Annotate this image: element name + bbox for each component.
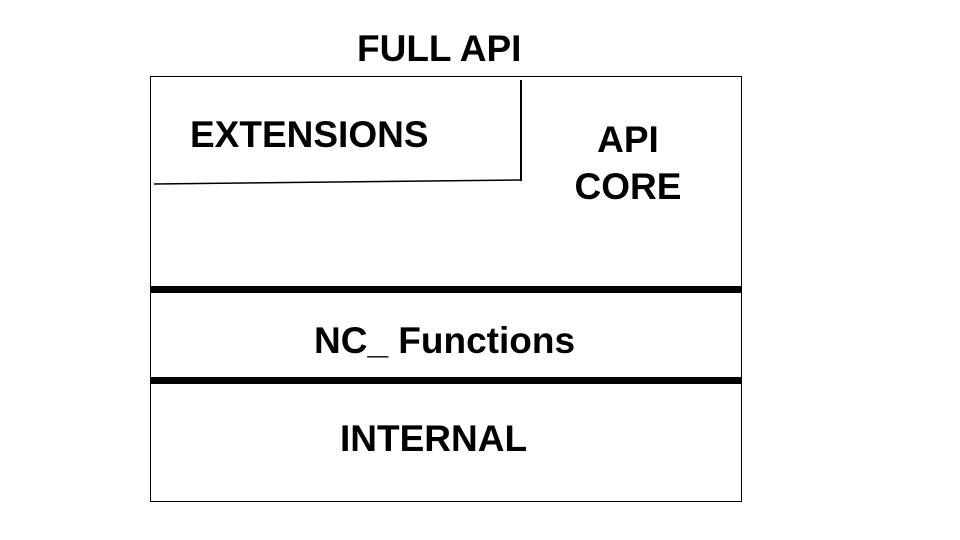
nc-functions-label: NC_ Functions (314, 320, 576, 361)
layer-divider-top (150, 286, 742, 293)
extensions-box-right-edge (520, 80, 522, 181)
layer-divider-bottom (150, 377, 742, 384)
diagram-title: FULL API (357, 28, 522, 69)
internal-label: INTERNAL (340, 418, 528, 459)
api-core-label: API CORE (574, 119, 682, 207)
extensions-label: EXTENSIONS (190, 114, 429, 155)
